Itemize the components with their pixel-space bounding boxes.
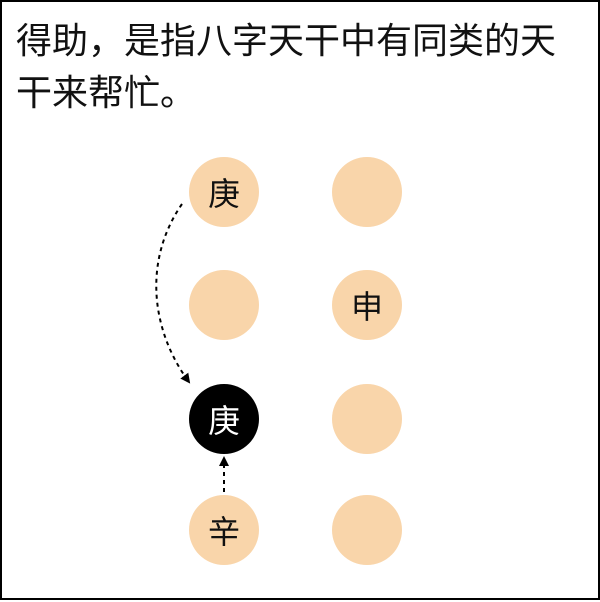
- empty-circle-right-1: [332, 157, 402, 227]
- branch-circle-shen: 申: [332, 270, 402, 340]
- stem-circle-xin: 辛: [189, 495, 259, 565]
- curved-arrow-geng-to-geng: [155, 203, 191, 384]
- empty-circle-right-3: [332, 384, 402, 454]
- stem-circle-geng-top: 庚: [189, 157, 259, 227]
- empty-circle-left-2: [189, 270, 259, 340]
- caption-text: 得助，是指八字天干中有同类的天干来帮忙。: [16, 21, 557, 114]
- stem-circle-geng-highlighted: 庚: [189, 384, 259, 454]
- empty-circle-right-4: [332, 495, 402, 565]
